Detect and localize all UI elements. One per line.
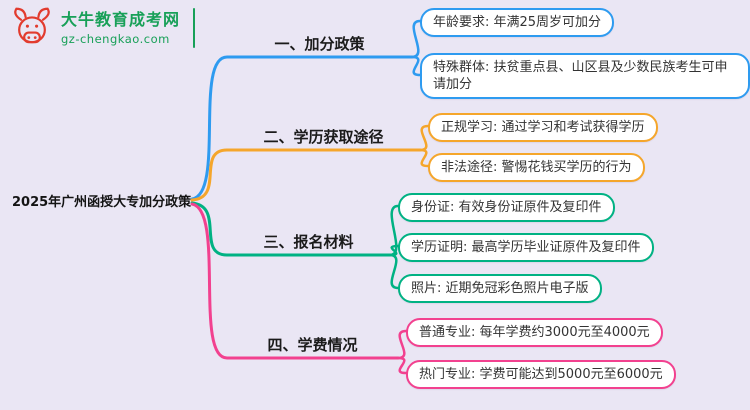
leaf-node-regular-major-fee: 普通专业: 每年学费约3000元至4000元 (406, 318, 663, 347)
branch-1-to-leaf-1-connector (410, 19, 422, 59)
branch-node-tuition: 四、学费情况 (267, 336, 358, 354)
leaf-node-age-requirement: 年龄要求: 年满25周岁可加分 (420, 8, 615, 37)
site-url: gz-chengkao.com (61, 31, 170, 46)
leaf-node-special-groups: 特殊群体: 扶贫重点县、山区县及少数民族考生可申请加分 (420, 53, 750, 99)
leaf-node-diploma-proof: 学历证明: 最高学历毕业证原件及复印件 (398, 233, 654, 262)
branch-4-to-leaf-1-connector (396, 329, 408, 360)
root-to-branch-4-connector (190, 202, 400, 360)
logo-divider (193, 8, 196, 48)
root-to-branch-1-connector (190, 55, 414, 201)
branch-2-to-leaf-1-connector (418, 124, 430, 152)
branch-node-bonus-policy: 一、加分政策 (274, 35, 365, 53)
leaf-node-photo: 照片: 近期免冠彩色照片电子版 (398, 274, 602, 303)
leaf-node-id-card: 身份证: 有效身份证原件及复印件 (398, 193, 615, 222)
root-to-branch-3-connector (190, 201, 392, 257)
bull-icon (14, 7, 50, 44)
leaf-node-formal-study: 正规学习: 通过学习和考试获得学历 (428, 113, 658, 142)
leaf-node-illegal-paths: 非法途径: 警惕花钱买学历的行为 (428, 153, 645, 182)
branch-4-to-leaf-2-connector (396, 356, 408, 375)
branch-3-to-leaf-3-connector (388, 253, 400, 290)
root-node: 2025年广州函授大专加分政策 (12, 195, 192, 210)
branch-node-degree-paths: 二、学历获取途径 (263, 128, 384, 146)
leaf-node-popular-major-fee: 热门专业: 学费可能达到5000元至6000元 (406, 360, 676, 389)
branch-2-to-leaf-2-connector (418, 148, 430, 168)
branch-1-to-leaf-2-connector (410, 55, 422, 77)
site-name: 大牛教育成考网 (61, 9, 181, 29)
branch-node-materials: 三、报名材料 (263, 233, 354, 251)
root-to-branch-2-connector (190, 148, 422, 202)
site-logo: 大牛教育成考网 gz-chengkao.com (10, 6, 196, 50)
logo-text-block: 大牛教育成考网 gz-chengkao.com (61, 10, 180, 47)
